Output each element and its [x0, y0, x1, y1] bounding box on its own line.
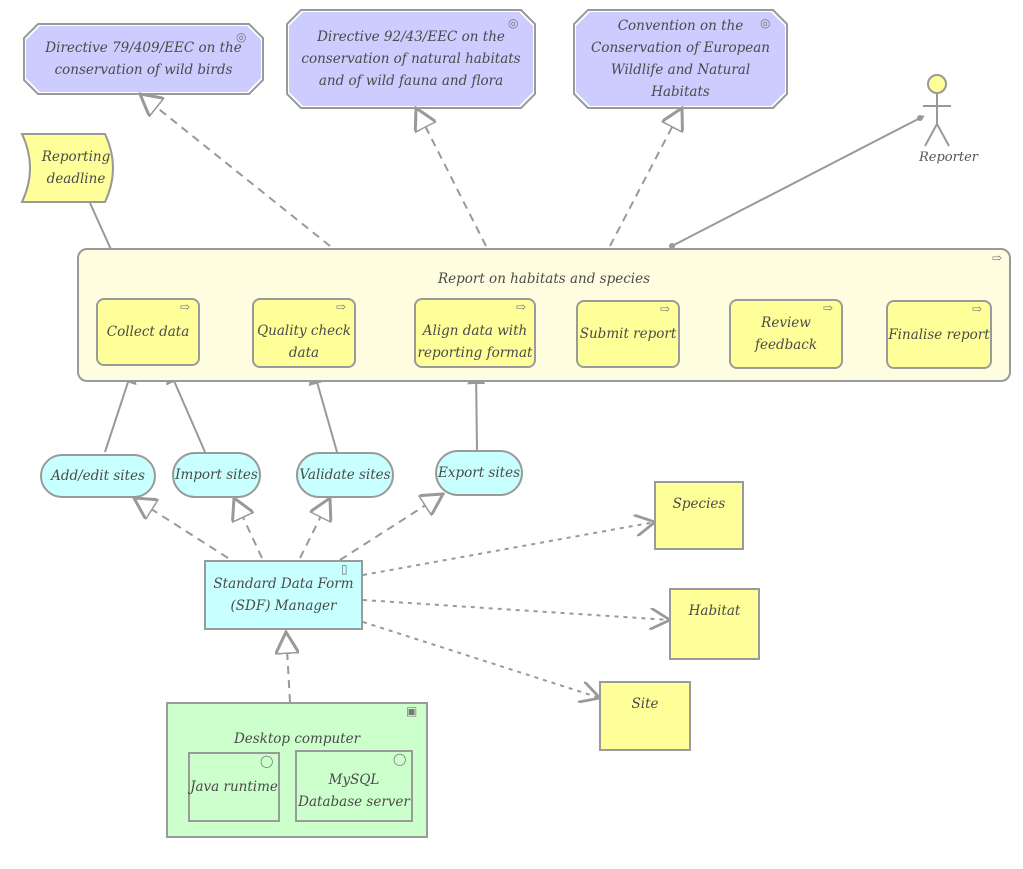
- requirement-bern-convention[interactable]: Convention on the Conservation of Europe…: [576, 12, 785, 106]
- data-object-habitat[interactable]: Habitat: [669, 588, 760, 660]
- requirement-bern-convention-text: Convention on the Conservation of Europe…: [591, 18, 770, 100]
- process-submit-report-text: Submit report: [579, 326, 677, 342]
- actor-leg-right: [936, 123, 950, 147]
- process-icon-2: ⇨: [336, 300, 347, 314]
- service-import-sites[interactable]: Import sites: [172, 452, 261, 498]
- access-line-1: [362, 522, 655, 576]
- node-realization: [286, 632, 290, 703]
- realization-line-2: [416, 108, 487, 247]
- process-icon-4: ⇨: [660, 302, 671, 316]
- requirement-habitats-directive[interactable]: Directive 92/43/EEC on the conservation …: [289, 12, 533, 106]
- system-software-icon-2: ◯: [393, 752, 407, 766]
- process-icon-5: ⇨: [823, 301, 834, 315]
- node-desktop-computer-label: Desktop computer: [233, 731, 361, 747]
- process-group-label: Report on habitats and species: [437, 271, 651, 287]
- realization-line-3: [609, 108, 682, 247]
- realization-line-1: [140, 94, 331, 247]
- assignment-dot-start: [669, 243, 675, 249]
- process-align-data[interactable]: Align data with reporting format: [414, 298, 536, 368]
- process-finalise-report-text: Finalise report: [888, 326, 990, 343]
- process-finalise-report[interactable]: Finalise report: [886, 300, 992, 369]
- serving-line-3: [308, 366, 338, 453]
- process-align-data-text: Align data with reporting format: [417, 323, 533, 361]
- requirement-birds-directive-text: Directive 79/409/EEC on the conservation…: [45, 40, 242, 78]
- requirement-outline-1: [23, 23, 264, 95]
- system-software-mysql-text: MySQL Database server: [298, 772, 410, 810]
- access-line-2: [362, 599, 670, 620]
- system-software-java-text: Java runtime: [190, 779, 278, 795]
- process-group-icon: ⇨: [992, 251, 1003, 265]
- data-object-species-text: Species: [672, 496, 726, 512]
- access-line-3: [362, 621, 600, 698]
- process-review-feedback[interactable]: Review feedback: [729, 299, 843, 369]
- service-validate-sites[interactable]: Validate sites: [296, 452, 394, 498]
- process-collect-data-text: Collect data: [106, 324, 190, 340]
- process-quality-check-text: Quality check data: [257, 323, 351, 361]
- actor-head: [927, 74, 947, 94]
- requirement-birds-directive[interactable]: Directive 79/409/EEC on the conservation…: [26, 26, 261, 92]
- system-software-icon-1: ◯: [260, 754, 274, 768]
- service-export-sites-text: Export sites: [438, 465, 520, 481]
- process-group[interactable]: Report on habitats and species: [77, 248, 1011, 382]
- process-icon-1: ⇨: [180, 300, 191, 314]
- assignment-line: [671, 115, 925, 247]
- process-review-feedback-text: Review feedback: [754, 315, 818, 353]
- requirement-icon-3: ◎: [760, 16, 771, 30]
- application-sdf-manager-text: Standard Data Form (SDF) Manager: [213, 576, 354, 614]
- requirement-habitats-directive-text: Directive 92/43/EEC on the conservation …: [301, 29, 521, 89]
- process-icon-3: ⇨: [516, 300, 527, 314]
- app-realization-3: [299, 498, 330, 559]
- service-export-sites[interactable]: Export sites: [435, 450, 523, 496]
- service-import-sites-text: Import sites: [175, 467, 258, 483]
- service-add-edit-sites-text: Add/edit sites: [51, 468, 145, 484]
- data-object-habitat-text: Habitat: [688, 603, 741, 619]
- requirement-outline-3: [573, 9, 788, 109]
- app-realization-2: [234, 498, 263, 559]
- application-sdf-manager[interactable]: Standard Data Form (SDF) Manager: [204, 560, 363, 630]
- actor-leg-left: [924, 123, 938, 147]
- app-realization-4: [339, 494, 443, 561]
- event-reporting-deadline[interactable]: Reporting deadline: [36, 136, 116, 200]
- data-object-site-text: Site: [631, 696, 659, 712]
- system-software-java[interactable]: Java runtime: [188, 752, 280, 822]
- process-quality-check[interactable]: Quality check data: [252, 298, 356, 368]
- data-object-species[interactable]: Species: [654, 481, 744, 550]
- data-object-site[interactable]: Site: [599, 681, 691, 751]
- service-add-edit-sites[interactable]: Add/edit sites: [40, 454, 156, 498]
- process-collect-data[interactable]: Collect data: [96, 298, 200, 366]
- assignment-dot-end: [917, 115, 923, 121]
- event-reporting-deadline-text: Reporting deadline: [41, 149, 111, 187]
- event-shape: [20, 133, 114, 203]
- service-validate-sites-text: Validate sites: [299, 467, 391, 483]
- requirement-icon-2: ◎: [508, 16, 519, 30]
- system-software-mysql[interactable]: MySQL Database server: [295, 750, 413, 822]
- actor-reporter-label: Reporter: [919, 150, 978, 165]
- node-icon: ▣: [406, 704, 418, 718]
- requirement-outline-2: [286, 9, 536, 109]
- component-icon: ▯: [341, 562, 348, 576]
- process-submit-report[interactable]: Submit report: [576, 300, 680, 368]
- requirement-icon-1: ◎: [236, 30, 247, 44]
- process-icon-6: ⇨: [972, 302, 983, 316]
- app-realization-1: [134, 498, 229, 559]
